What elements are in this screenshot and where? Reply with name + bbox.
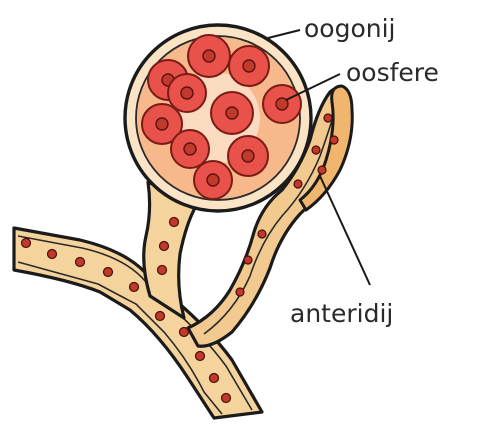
hypha-nucleus xyxy=(324,114,332,122)
oosphere xyxy=(229,46,269,86)
hypha-nucleus xyxy=(170,218,179,227)
hypha-nucleus xyxy=(156,312,165,321)
oospheres-label: oosfere xyxy=(346,58,439,87)
oosphere xyxy=(171,130,209,168)
hypha-nucleus xyxy=(312,146,320,154)
hypha-nucleus xyxy=(22,239,31,248)
oosphere xyxy=(263,85,301,123)
oosphere xyxy=(188,35,230,77)
hypha-nucleus xyxy=(158,266,167,275)
hypha-nucleus xyxy=(294,180,302,188)
leader-line-antheridium xyxy=(320,176,370,285)
hypha-nucleus xyxy=(160,242,169,251)
hypha-nucleus xyxy=(48,250,57,259)
hypha-nucleus xyxy=(258,230,266,238)
hypha-nucleus xyxy=(236,288,244,296)
oogonium-label: oogonij xyxy=(304,14,396,43)
oosphere xyxy=(211,92,253,134)
oosphere xyxy=(194,161,232,199)
antheridium-label: anteridij xyxy=(290,299,393,328)
hypha-nucleus xyxy=(196,352,205,361)
leader-line-oogonium xyxy=(268,30,300,38)
hypha-nucleus xyxy=(222,394,231,403)
hypha-nucleus xyxy=(76,258,85,267)
hypha-nucleus xyxy=(210,374,219,383)
hypha-nucleus xyxy=(244,256,252,264)
hypha-nucleus xyxy=(130,283,139,292)
hypha-nucleus xyxy=(330,136,338,144)
hypha-nucleus xyxy=(180,328,189,337)
oosphere xyxy=(168,74,206,112)
oosphere xyxy=(228,136,268,176)
hypha-nucleus xyxy=(104,268,113,277)
hypha-nucleus xyxy=(318,166,326,174)
